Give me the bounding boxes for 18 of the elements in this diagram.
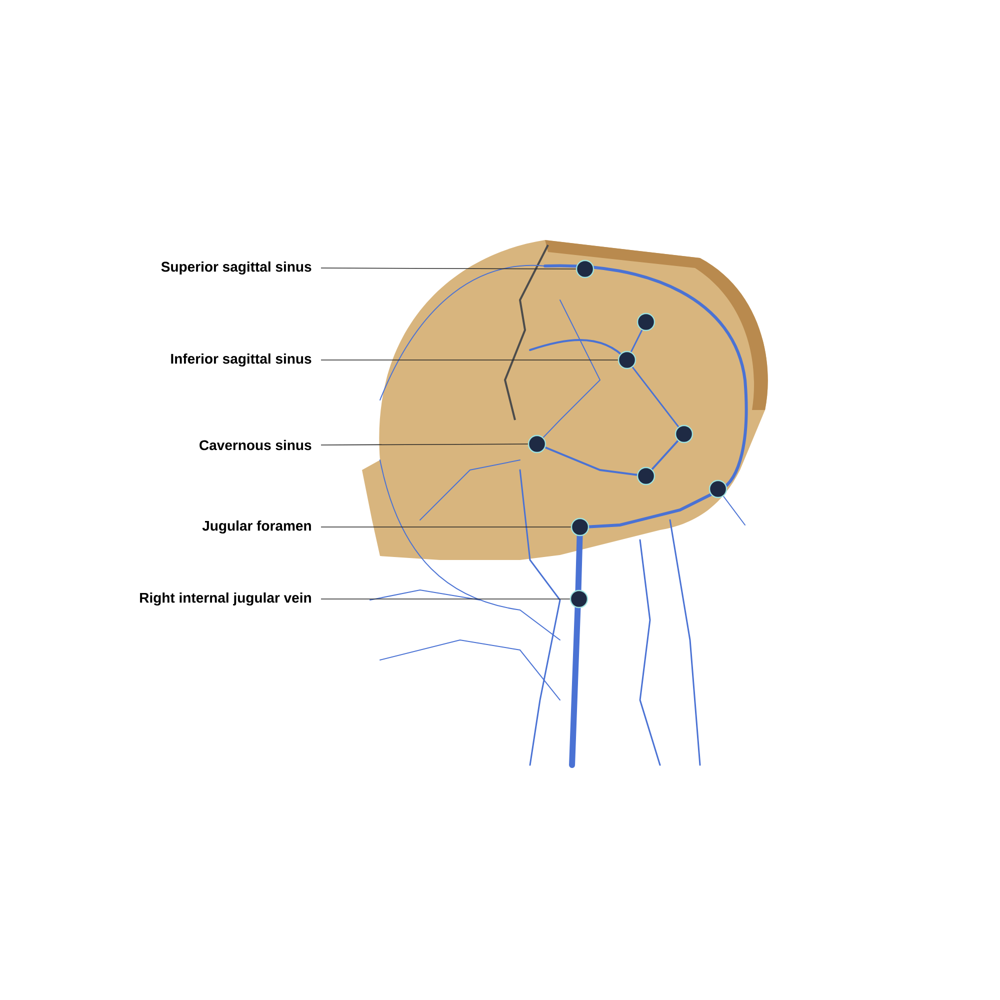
leader-line — [320, 526, 572, 528]
label: Inferior sagittal sinus — [171, 353, 312, 367]
marker-dot — [618, 350, 636, 370]
label: Superior sagittal sinus — [161, 261, 312, 275]
leader-line — [320, 268, 576, 270]
marker-dot — [636, 466, 656, 486]
marker-dot — [674, 424, 694, 444]
leader-line — [320, 444, 528, 446]
marker-dot — [570, 518, 590, 536]
marker-dot — [570, 590, 588, 608]
marker-dot — [708, 480, 728, 498]
leader-line — [320, 598, 570, 600]
label: Cavernous sinus — [200, 440, 312, 450]
label: Jugular foramen — [202, 520, 311, 534]
marker-dot — [576, 260, 594, 278]
marker-dot — [528, 434, 546, 454]
label: Right internal jugular vein — [140, 592, 311, 606]
marker-dot — [636, 312, 656, 332]
